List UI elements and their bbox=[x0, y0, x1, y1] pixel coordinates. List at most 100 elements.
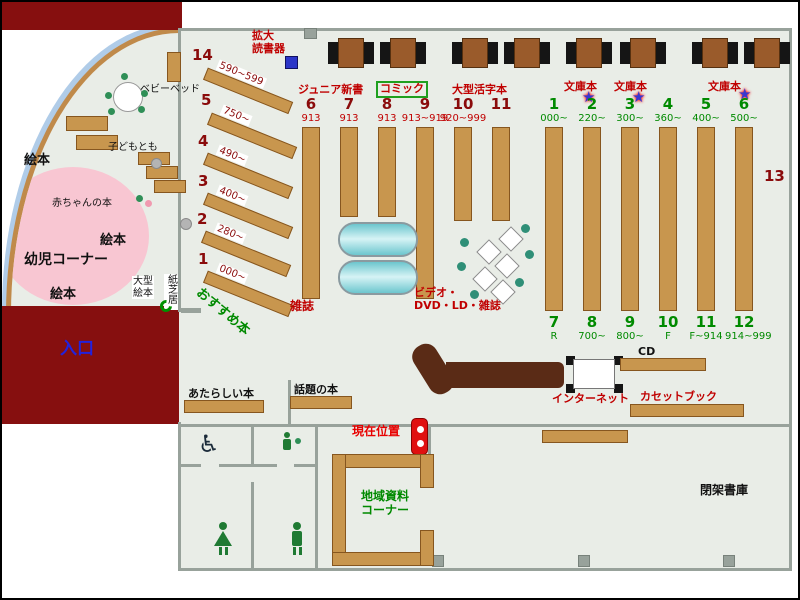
bookshelf bbox=[542, 430, 628, 443]
stack-number: 8 bbox=[586, 313, 598, 331]
stack-class: 920~999 bbox=[439, 113, 487, 124]
bookshelf bbox=[697, 127, 715, 311]
bunko-label: 文庫本 bbox=[564, 80, 597, 93]
video-corner-label: ビデオ・ DVD・LD・雑誌 bbox=[414, 286, 501, 312]
desk bbox=[462, 38, 488, 68]
kids-table bbox=[66, 116, 108, 131]
chair-icon bbox=[488, 42, 498, 64]
chair-dot bbox=[521, 224, 530, 233]
chair-icon bbox=[656, 42, 666, 64]
woman-icon bbox=[214, 522, 232, 555]
bookshelf bbox=[302, 127, 320, 299]
stack-range: F~914 bbox=[689, 331, 723, 342]
bunko-label: 文庫本 bbox=[708, 80, 741, 93]
ehon-label-bottom: 絵本 bbox=[50, 287, 77, 302]
stack-number: 10 bbox=[657, 313, 679, 331]
current-location-label: 現在位置 bbox=[352, 424, 401, 438]
wall-right bbox=[789, 28, 792, 571]
stool bbox=[151, 158, 162, 169]
reading-table bbox=[566, 38, 612, 68]
shelf-number: 4 bbox=[198, 132, 209, 150]
chair-icon bbox=[614, 356, 623, 365]
sofa bbox=[338, 222, 418, 257]
desk bbox=[754, 38, 780, 68]
chair-dot bbox=[136, 195, 143, 202]
reading-table bbox=[380, 38, 426, 68]
marker-dot bbox=[417, 426, 424, 433]
chair-dot bbox=[515, 278, 524, 287]
person-head bbox=[219, 522, 227, 530]
wall-toilet-div-bottom bbox=[251, 482, 254, 570]
wall-top bbox=[178, 28, 792, 31]
ehon-label-mid: 絵本 bbox=[100, 233, 127, 248]
bookshelf bbox=[735, 127, 753, 311]
chair-dot bbox=[141, 90, 148, 97]
marker-dot bbox=[417, 440, 424, 447]
stack-number: 11 bbox=[695, 313, 717, 331]
local-corner-shelf bbox=[420, 454, 434, 488]
bookshelf bbox=[492, 127, 510, 221]
chair-dot bbox=[470, 290, 479, 299]
stack-range: 000~ bbox=[540, 113, 568, 124]
stack-number: 10 bbox=[452, 95, 474, 113]
sofa bbox=[338, 260, 418, 295]
chair-dot bbox=[105, 92, 112, 99]
wheelchair-icon: ♿ bbox=[198, 430, 220, 458]
bookshelf bbox=[659, 127, 677, 311]
wall-left-lower bbox=[178, 422, 181, 571]
bunko-star-icon: ★ bbox=[738, 85, 752, 103]
chair-icon bbox=[328, 42, 338, 64]
person-legs bbox=[214, 547, 232, 555]
wall-toilet-div-top bbox=[251, 427, 254, 466]
stack-class: 913 bbox=[301, 113, 321, 124]
bookshelf bbox=[583, 127, 601, 311]
bookshelf bbox=[545, 127, 563, 311]
stack-number: 2 bbox=[586, 95, 598, 113]
baby-bed bbox=[167, 52, 181, 82]
desk bbox=[702, 38, 728, 68]
wall-marker-stub bbox=[428, 424, 431, 462]
step-shelf bbox=[154, 180, 186, 193]
stack-range: 360~ bbox=[654, 113, 682, 124]
wall-bottom bbox=[178, 568, 792, 571]
comic-label: コミック bbox=[376, 81, 428, 98]
baby-bed-label: ベビーベッド bbox=[140, 84, 200, 95]
chair-icon bbox=[602, 42, 612, 64]
chair-icon bbox=[728, 42, 738, 64]
chair-dot bbox=[460, 238, 469, 247]
cd-shelf bbox=[620, 358, 706, 371]
reading-table bbox=[328, 38, 374, 68]
stack-number: 7 bbox=[343, 95, 355, 113]
chair-icon bbox=[504, 42, 514, 64]
kamishibai-label: 紙芝居 bbox=[164, 274, 178, 310]
baby-care-icon bbox=[280, 432, 294, 450]
local-corner-shelf bbox=[332, 454, 346, 566]
shelf-number: 14 bbox=[192, 46, 213, 64]
reading-table bbox=[692, 38, 738, 68]
chair-icon bbox=[566, 42, 576, 64]
toddler-corner-label: 幼児コーナー bbox=[24, 252, 108, 268]
stack-number: 9 bbox=[419, 95, 431, 113]
stack-number: 5 bbox=[700, 95, 712, 113]
stack-range: F bbox=[665, 331, 671, 342]
reading-table bbox=[452, 38, 498, 68]
current-location-marker bbox=[411, 418, 428, 455]
stack-number: 6 bbox=[738, 95, 750, 113]
kodomo-tomo-label: 子どもとも bbox=[108, 142, 158, 153]
stack-range: 400~ bbox=[692, 113, 720, 124]
baby-dot bbox=[295, 438, 301, 444]
stack-number: 6 bbox=[305, 95, 317, 113]
internet-table bbox=[573, 359, 615, 389]
desk bbox=[338, 38, 364, 68]
stack-class: 913 bbox=[377, 113, 397, 124]
chair-icon bbox=[566, 384, 575, 393]
magnifier-label: 拡大 読書器 bbox=[252, 29, 285, 55]
large-ehon-label: 大型 絵本 bbox=[132, 276, 154, 299]
